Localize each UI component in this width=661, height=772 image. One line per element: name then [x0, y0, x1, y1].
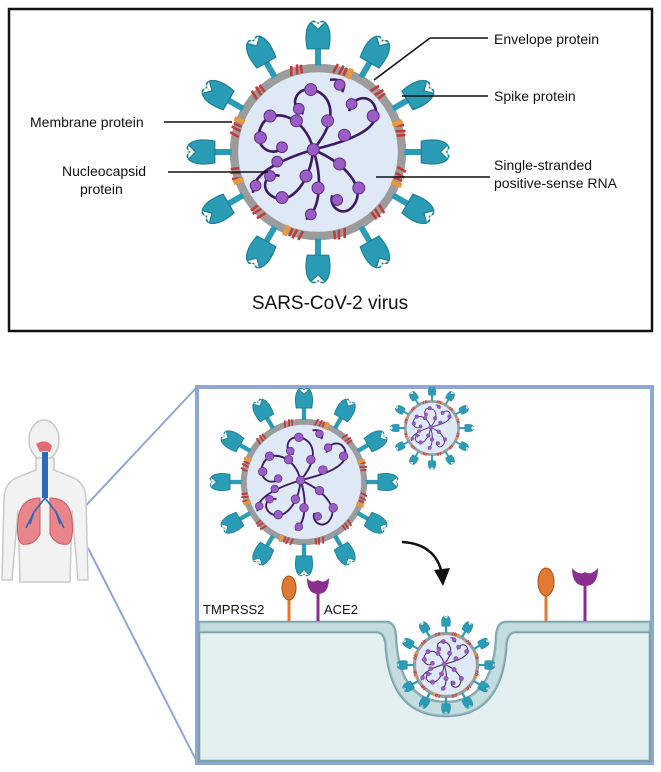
label-ace2: ACE2 — [324, 602, 358, 617]
cell-membrane-band — [199, 622, 650, 716]
tmprss2-receptor-right — [537, 567, 555, 621]
ace2-receptor-left — [307, 578, 329, 621]
top-panel-title: SARS-CoV-2 virus — [252, 293, 408, 314]
label-tmprss2: TMPRSS2 — [203, 602, 264, 617]
label-envelope-protein: Envelope protein — [494, 31, 599, 47]
label-rna-line1: Single-stranded — [494, 157, 592, 173]
human-torso-illustration — [1, 419, 89, 583]
label-spike-protein: Spike protein — [494, 88, 576, 104]
label-membrane-protein: Membrane protein — [30, 114, 144, 130]
zoom-lines — [77, 386, 198, 763]
label-rna-line2: positive-sense RNA — [494, 175, 618, 191]
entry-arrow-head — [434, 568, 450, 586]
label-nucleocapsid-line1: Nucleocapsid — [62, 163, 146, 179]
ace2-receptor-right — [572, 568, 598, 621]
leader-lines — [164, 37, 490, 178]
label-nucleocapsid-line2: protein — [80, 181, 123, 197]
tmprss2-receptor-left — [281, 575, 297, 621]
